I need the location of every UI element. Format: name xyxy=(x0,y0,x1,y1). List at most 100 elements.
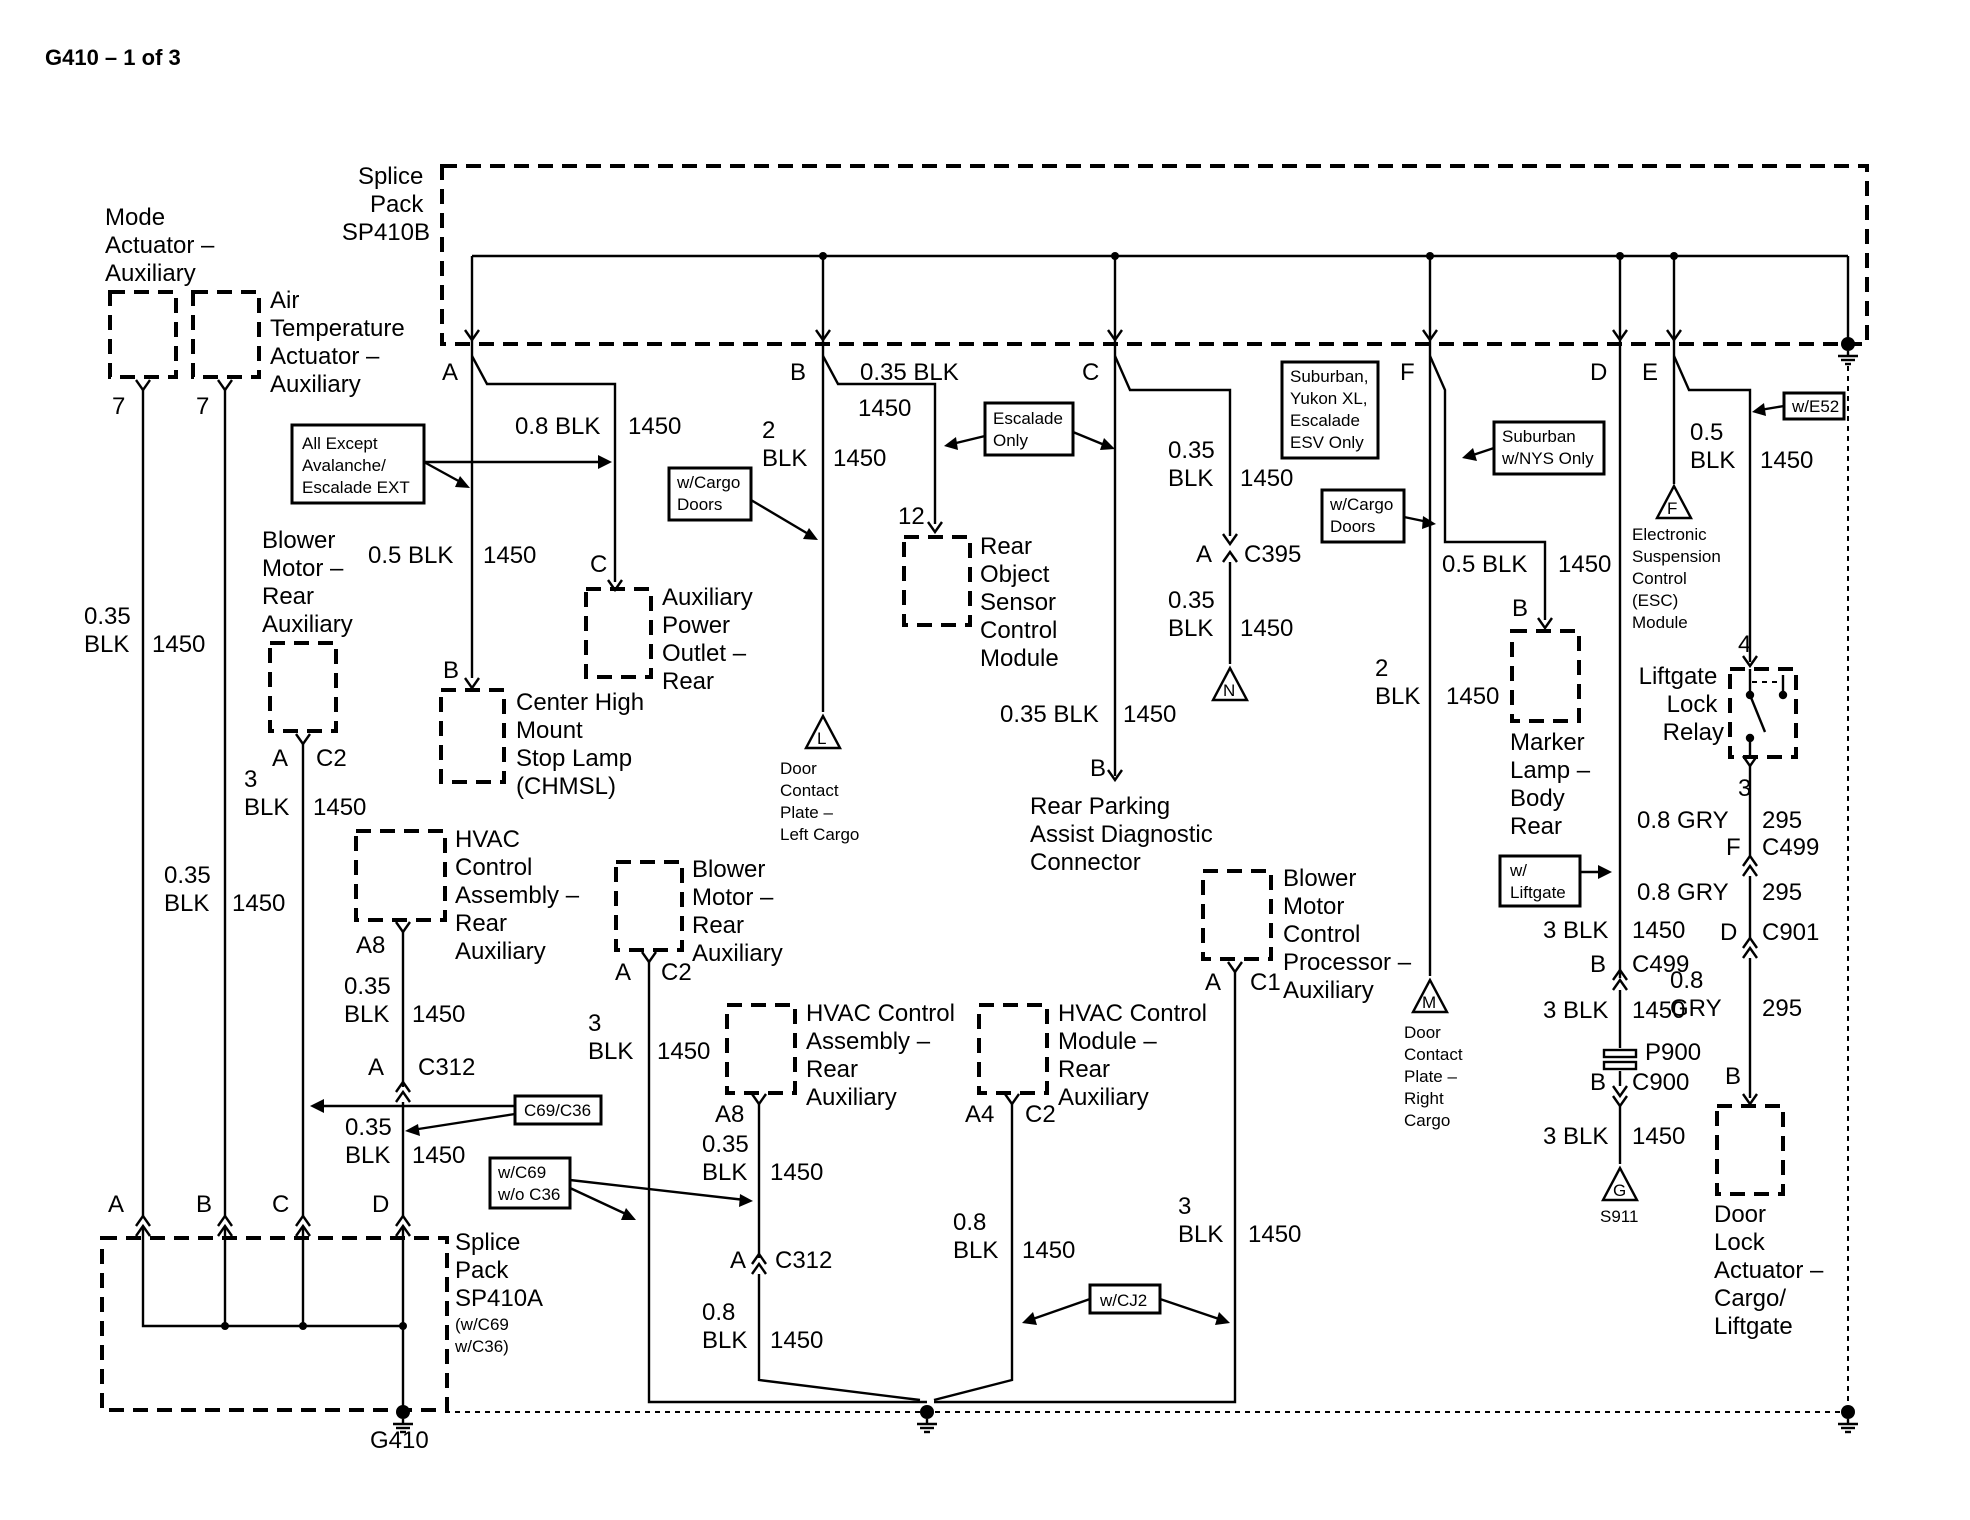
rear-parking-connector: Rear Parking Assist Diagnostic Connector xyxy=(1030,793,1219,876)
svg-text:Escalade Only: Escalade Only xyxy=(993,409,1068,450)
svg-text:B: B xyxy=(1090,755,1106,782)
svg-text:C395: C395 xyxy=(1244,541,1301,568)
pin-b: B xyxy=(790,359,806,386)
svg-text:w/ Liftgate: w/ Liftgate xyxy=(1509,861,1566,902)
svg-text:A: A xyxy=(272,745,288,772)
svg-text:295: 295 xyxy=(1762,807,1802,834)
svg-text:0.35: 0.35 xyxy=(84,603,131,630)
note-suburban-esv: Suburban, Yukon XL, Escalade ESV Only xyxy=(1280,360,1380,460)
hvac-control-assembly-2: HVAC Control Assembly – Rear Auxiliary xyxy=(725,1000,962,1111)
svg-text:BLK: BLK xyxy=(1168,465,1213,492)
svg-text:A: A xyxy=(615,959,631,986)
door-lock-actuator: Door Lock Actuator – Cargo/ Liftgate xyxy=(1714,1104,1830,1340)
note-w-e52: w/E52 xyxy=(1752,391,1846,421)
svg-text:Door Lock Actuator: Door Lock Actuator – Cargo/ Liftgate xyxy=(1714,1201,1830,1340)
note-w-liftgate: w/ Liftgate xyxy=(1498,854,1612,908)
svg-text:HVAC Control Assembly –: HVAC Control Assembly – Rear Auxiliary xyxy=(806,1000,962,1111)
svg-text:Blower Motor – Rea: Blower Motor – Rear Auxiliary xyxy=(262,527,353,638)
svg-text:1450: 1450 xyxy=(1558,551,1611,578)
svg-text:1450: 1450 xyxy=(232,890,285,917)
svg-text:BLK: BLK xyxy=(762,445,807,472)
svg-text:C1: C1 xyxy=(1250,969,1281,996)
svg-text:0.35: 0.35 xyxy=(344,973,391,1000)
svg-text:1450: 1450 xyxy=(1760,447,1813,474)
svg-text:C2: C2 xyxy=(1025,1101,1056,1128)
ground-g410: G410 xyxy=(370,1427,429,1454)
svg-text:C499: C499 xyxy=(1632,951,1689,978)
note-c69-c36: C69/C36 xyxy=(310,1094,603,1136)
svg-text:A8: A8 xyxy=(715,1101,744,1128)
svg-text:0.5 BLK: 0.5 BLK xyxy=(1442,551,1527,578)
svg-text:1450: 1450 xyxy=(1632,917,1685,944)
svg-text:0.35: 0.35 xyxy=(1168,587,1215,614)
svg-text:A: A xyxy=(1196,541,1212,568)
svg-text:0.35: 0.35 xyxy=(345,1114,392,1141)
door-plate-left: Door Contact Plate – Left Cargo xyxy=(780,759,859,844)
svg-text:0.8 BLK: 0.8 BLK xyxy=(515,413,600,440)
svg-text:B: B xyxy=(1590,951,1606,978)
pin-a: A xyxy=(442,359,458,386)
svg-text:BLK: BLK xyxy=(702,1327,747,1354)
svg-text:3 BLK: 3 BLK xyxy=(1543,917,1608,944)
aux-power-outlet: Auxiliary Power Outlet – Rear xyxy=(584,584,759,695)
pin-d: D xyxy=(1590,359,1607,386)
svg-text:w/C69 w/o C36: w/C69 w/o C36 xyxy=(497,1163,560,1204)
svg-text:HVAC Control Module –: HVAC Control Module – Rear Auxiliary xyxy=(1058,1000,1214,1111)
svg-text:0.8: 0.8 xyxy=(953,1209,986,1236)
air-temp-actuator: Air Temperature Actuator – Auxiliary xyxy=(191,287,405,398)
offpage-s911: S911 xyxy=(1600,1207,1638,1226)
svg-text:BLK: BLK xyxy=(244,794,289,821)
svg-text:0.35: 0.35 xyxy=(1168,437,1215,464)
svg-text:1450: 1450 xyxy=(152,631,205,658)
svg-text:BLK: BLK xyxy=(1168,615,1213,642)
svg-text:w/Cargo Doors: w/Cargo Doors xyxy=(676,473,745,514)
svg-text:C901: C901 xyxy=(1762,919,1819,946)
svg-text:1450: 1450 xyxy=(1446,683,1499,710)
svg-text:BLK: BLK xyxy=(164,890,209,917)
svg-text:B: B xyxy=(1725,1063,1741,1090)
svg-text:1450: 1450 xyxy=(770,1327,823,1354)
svg-text:1450: 1450 xyxy=(1248,1221,1301,1248)
svg-text:1450: 1450 xyxy=(833,445,886,472)
air-pin: 7 xyxy=(196,393,209,420)
svg-text:Rear Object Sensor: Rear Object Sensor Control Module xyxy=(980,533,1064,672)
svg-text:BLK: BLK xyxy=(1375,683,1420,710)
svg-text:A8: A8 xyxy=(356,932,385,959)
blower-motor-rear-2: Blower Motor – Rear Auxiliary xyxy=(614,856,783,967)
svg-text:Suburban w/NYS Only: Suburban w/NYS Only xyxy=(1501,427,1594,468)
svg-text:All Except Avalanche/: All Except Avalanche/ Escalade EXT xyxy=(302,434,410,497)
svg-text:Splice Pack SP410A: Splice Pack SP410A xyxy=(455,1229,543,1312)
svg-text:1450: 1450 xyxy=(313,794,366,821)
svg-text:BLK: BLK xyxy=(953,1237,998,1264)
svg-text:B: B xyxy=(1590,1069,1606,1096)
svg-text:BLK: BLK xyxy=(344,1001,389,1028)
svg-text:3: 3 xyxy=(244,766,257,793)
svg-text:1450: 1450 xyxy=(1240,465,1293,492)
svg-text:2: 2 xyxy=(762,417,775,444)
svg-text:0.35 BLK: 0.35 BLK xyxy=(1000,701,1099,728)
svg-text:1450: 1450 xyxy=(1022,1237,1075,1264)
note-c69-no-c36: w/C69 w/o C36 xyxy=(488,1156,753,1220)
svg-text:1450: 1450 xyxy=(412,1001,465,1028)
svg-text:C312: C312 xyxy=(775,1247,832,1274)
svg-text:Center High Mount: Center High Mount Stop Lamp (CHMSL) xyxy=(516,689,651,800)
svg-text:BLK: BLK xyxy=(345,1142,390,1169)
svg-text:D: D xyxy=(372,1191,389,1218)
svg-text:BLK: BLK xyxy=(702,1159,747,1186)
svg-text:B: B xyxy=(1512,595,1528,622)
offpage-m: M xyxy=(1422,993,1436,1012)
svg-text:295: 295 xyxy=(1762,995,1802,1022)
svg-text:295: 295 xyxy=(1762,879,1802,906)
svg-text:F: F xyxy=(1726,834,1741,861)
mode-actuator: Mode Actuator – Auxiliary xyxy=(105,204,215,379)
svg-text:C499: C499 xyxy=(1762,834,1819,861)
pin-e: E xyxy=(1642,359,1658,386)
page-title: G410 – 1 of 3 xyxy=(45,45,181,70)
svg-text:1450: 1450 xyxy=(1632,997,1685,1024)
pin-c: C xyxy=(1082,359,1099,386)
svg-text:1450: 1450 xyxy=(1240,615,1293,642)
svg-text:Auxiliary Power Ou: Auxiliary Power Outlet – Rear xyxy=(662,584,759,695)
svg-text:w/Cargo Doors: w/Cargo Doors xyxy=(1329,495,1398,536)
svg-text:C69/C36: C69/C36 xyxy=(524,1101,591,1120)
svg-text:3: 3 xyxy=(588,1010,601,1037)
